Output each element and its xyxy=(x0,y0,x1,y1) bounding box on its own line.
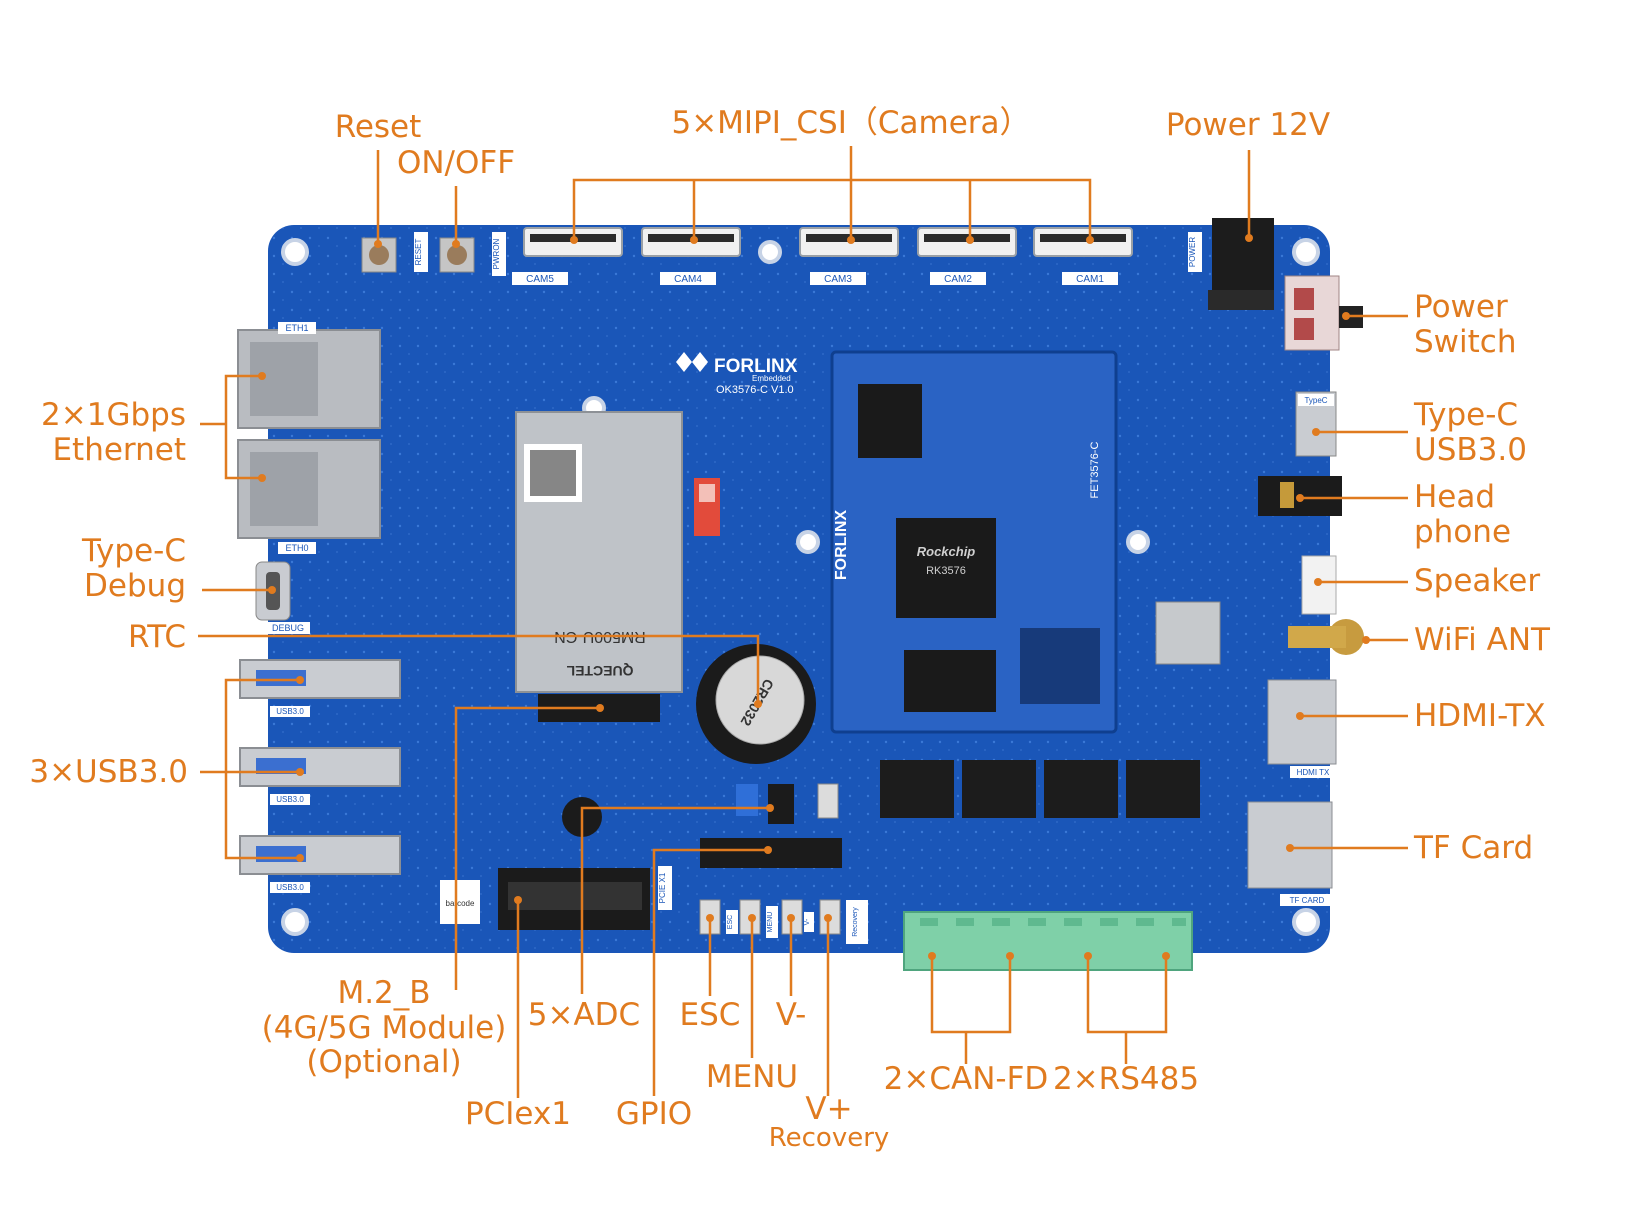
svg-text:HDMI TX: HDMI TX xyxy=(1297,768,1330,777)
label-gpio: GPIO xyxy=(615,1096,693,1132)
svg-text:PWRON: PWRON xyxy=(492,238,501,269)
label-hdmi-tx: HDMI-TX xyxy=(1414,698,1546,734)
svg-text:barcode: barcode xyxy=(446,899,475,908)
label-speaker: Speaker xyxy=(1414,563,1541,599)
label-headphone-line1: Head xyxy=(1414,479,1496,515)
label-m2-line1: M.2_B xyxy=(337,975,431,1011)
label-typec-usb: Type-C USB3.0 xyxy=(1414,398,1527,467)
cam3-silk: CAM3 xyxy=(824,274,852,285)
label-ethernet: 2×1Gbps Ethernet xyxy=(10,398,186,467)
label-menu: MENU xyxy=(705,1059,799,1095)
cam2-silk: CAM2 xyxy=(944,274,972,285)
svg-text:TF CARD: TF CARD xyxy=(1290,896,1325,905)
boot-dip-switch xyxy=(694,478,720,536)
svg-text:POWER: POWER xyxy=(1188,237,1197,267)
label-usb3: 3×USB3.0 xyxy=(29,754,188,790)
label-typec-usb-line2: USB3.0 xyxy=(1414,431,1527,468)
svg-text:PCIE X1: PCIE X1 xyxy=(658,872,667,903)
label-typec-debug-line2: Debug xyxy=(84,567,186,604)
label-can-fd: 2×CAN-FD xyxy=(883,1061,1049,1097)
can-rs485-transceivers xyxy=(880,760,1200,818)
reset-button-part: RESET xyxy=(361,232,428,273)
svg-text:Embedded: Embedded xyxy=(752,374,791,383)
label-typec-debug: Type-C Debug xyxy=(10,534,186,603)
svg-text:RK3576: RK3576 xyxy=(926,565,966,577)
label-mipi-csi: 5×MIPI_CSI（Camera） xyxy=(671,105,1031,141)
leader-dots xyxy=(258,234,1370,960)
svg-text:Recovery: Recovery xyxy=(852,907,859,937)
label-pciex1: PCIex1 xyxy=(464,1096,572,1132)
svg-text:FET3576-C: FET3576-C xyxy=(1089,442,1101,499)
label-m2: M.2_B (4G/5G Module) (Optional) xyxy=(258,976,510,1080)
label-ethernet-line1: 2×1Gbps xyxy=(41,397,186,433)
label-headphone: Head phone xyxy=(1414,480,1511,549)
svg-text:V-: V- xyxy=(804,918,811,925)
svg-text:USB3.0: USB3.0 xyxy=(276,795,304,804)
label-power-switch-line1: Power xyxy=(1414,289,1508,325)
label-esc: ESC xyxy=(679,997,741,1033)
svg-text:OK3576-C V1.0: OK3576-C V1.0 xyxy=(716,384,794,396)
svg-text:TypeC: TypeC xyxy=(1304,396,1327,405)
label-ethernet-line2: Ethernet xyxy=(52,431,186,468)
label-wifi-ant: WiFi ANT xyxy=(1414,622,1550,658)
label-v-plus: V+ xyxy=(805,1091,853,1127)
key-buttons-part: ESC MENU V- Recovery xyxy=(699,783,868,944)
cellular-module-part: RM500U-CN QUECTEL xyxy=(515,411,683,722)
power-switch-part xyxy=(1284,275,1363,351)
label-m2-line2: (4G/5G Module) xyxy=(261,1009,507,1046)
label-rtc: RTC xyxy=(127,619,186,655)
cam1-silk: CAM1 xyxy=(1076,274,1104,285)
label-m2-line3: (Optional) xyxy=(306,1044,462,1081)
forlinx-logo: FORLINX Embedded OK3576-C V1.0 xyxy=(676,352,798,396)
label-adc: 5×ADC xyxy=(527,997,641,1033)
terminal-block-part xyxy=(903,911,1193,971)
label-power-switch: Power Switch xyxy=(1414,290,1517,359)
svg-text:ETH0: ETH0 xyxy=(285,543,308,553)
label-tf-card: TF Card xyxy=(1414,830,1534,866)
label-typec-usb-line1: Type-C xyxy=(1414,397,1519,433)
svg-text:ETH1: ETH1 xyxy=(285,323,308,333)
label-typec-debug-line1: Type-C xyxy=(81,533,186,569)
power-jack-part: POWER xyxy=(1188,218,1274,310)
svg-text:QUECTEL: QUECTEL xyxy=(566,663,633,679)
svg-text:Rockchip: Rockchip xyxy=(917,544,976,559)
svg-text:DEBUG: DEBUG xyxy=(272,623,304,633)
label-power-switch-line2: Switch xyxy=(1414,323,1517,360)
label-rs485: 2×RS485 xyxy=(1052,1061,1200,1097)
label-v-minus: V- xyxy=(775,997,807,1033)
label-on-off: ON/OFF xyxy=(396,145,516,181)
pcie-slot-part: PCIE X1 barcode xyxy=(440,866,672,930)
svg-text:FORLINX: FORLINX xyxy=(714,356,798,377)
label-recovery: Recovery xyxy=(768,1123,890,1153)
leader-lines xyxy=(198,146,1408,1098)
svg-text:USB3.0: USB3.0 xyxy=(276,707,304,716)
label-headphone-line2: phone xyxy=(1414,513,1512,550)
svg-text:FORLINX: FORLINX xyxy=(833,510,850,581)
svg-text:RESET: RESET xyxy=(414,239,423,266)
svg-text:MENU: MENU xyxy=(767,912,774,933)
right-side-parts: TypeC HDMI TX TF CARD xyxy=(1155,391,1364,906)
cam5-silk: CAM5 xyxy=(526,274,554,285)
svg-text:ESC: ESC xyxy=(727,915,734,929)
cam4-silk: CAM4 xyxy=(674,274,702,285)
svg-text:USB3.0: USB3.0 xyxy=(276,883,304,892)
label-power-12v: Power 12V xyxy=(1165,107,1331,143)
label-reset: Reset xyxy=(334,109,422,145)
pwron-button-part: PWRON xyxy=(439,232,506,276)
som-module-part: Rockchip RK3576 FET3576-C FORLINX xyxy=(830,350,1118,734)
